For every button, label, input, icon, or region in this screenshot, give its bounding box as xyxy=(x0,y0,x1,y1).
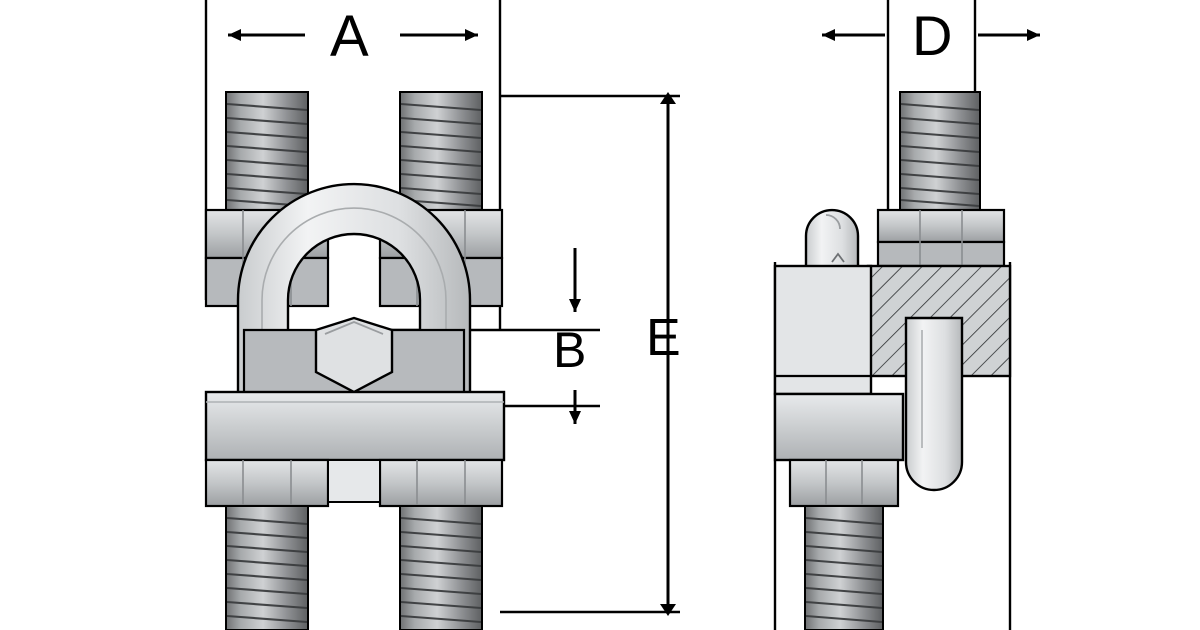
saddle-flange xyxy=(204,390,506,462)
dimension-label-A: A xyxy=(330,4,369,69)
upper-left-stud xyxy=(225,91,309,211)
side-upper-nut xyxy=(876,208,1006,268)
lower-right-nut xyxy=(378,458,504,508)
lower-left-nut xyxy=(204,458,330,508)
center-pad xyxy=(327,459,381,503)
lower-left-stud xyxy=(225,505,309,630)
dimension-label-E: E xyxy=(646,309,681,367)
upper-right-stud xyxy=(399,91,483,211)
lower-right-stud xyxy=(399,505,483,630)
side-view xyxy=(773,0,1040,630)
dimension-E-line xyxy=(660,92,676,616)
dimension-label-D: D xyxy=(912,4,953,67)
side-saddle-flange xyxy=(773,392,905,462)
side-u-bolt-leg-right xyxy=(904,316,964,492)
side-saddle-body xyxy=(773,264,873,396)
dimension-label-B: B xyxy=(553,322,587,378)
front-view xyxy=(204,0,680,630)
side-lower-stud xyxy=(804,505,884,630)
u-bolt xyxy=(236,182,472,404)
side-lower-nut xyxy=(788,458,900,508)
side-upper-stud xyxy=(899,91,981,211)
saddle-body xyxy=(242,316,466,402)
